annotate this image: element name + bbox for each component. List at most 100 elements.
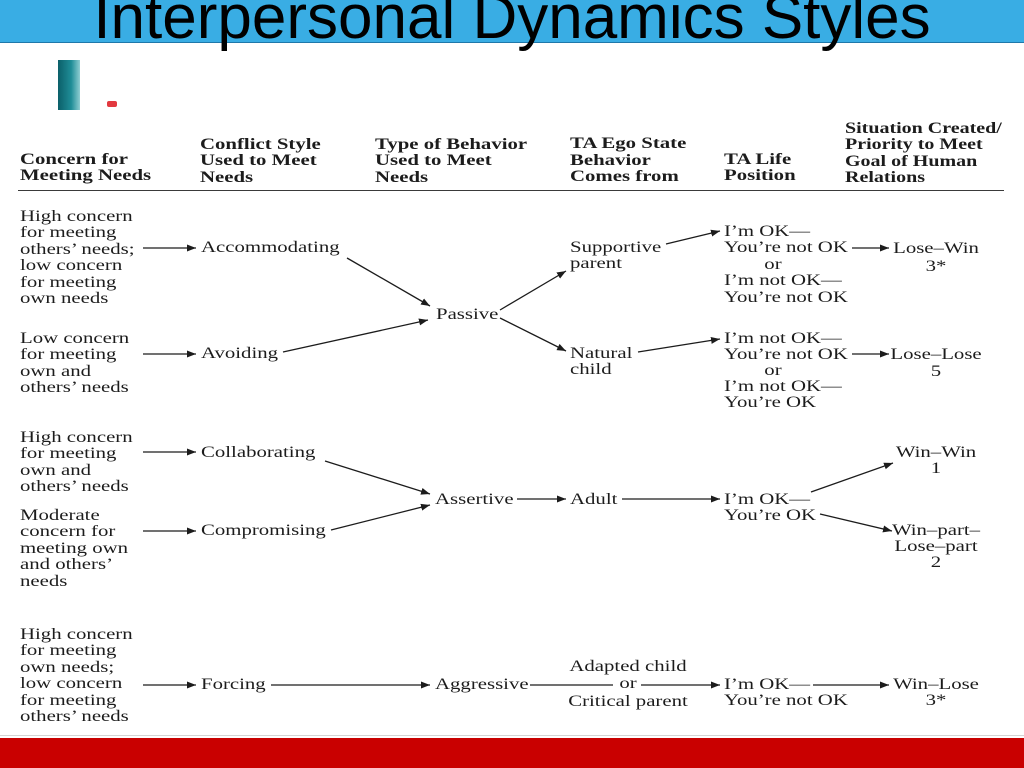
concern-text-line: own and (20, 461, 92, 479)
life-position-line: You’re not OK (724, 692, 848, 709)
situation-priority: 5 (930, 362, 942, 380)
life-position-block-2: I’m not OK— You’re not OK or I’m not OK—… (724, 329, 848, 411)
concern-text-line: own needs; (20, 658, 115, 676)
header-line: Comes from (570, 168, 679, 185)
life-position-block-4: I’m OK— You’re not OK (724, 675, 848, 710)
header-line: TA Ego State (570, 135, 687, 152)
header-line: Meeting Needs (20, 167, 152, 184)
life-position-line: You’re not OK (724, 345, 848, 363)
life-position-line: You’re not OK (724, 239, 848, 256)
behavior-passive: Passive (436, 305, 499, 323)
situation-line: Lose–part (894, 537, 978, 555)
life-position-line: You’re OK (724, 507, 817, 524)
concern-text-line: for meeting (20, 224, 117, 241)
life-position-line: I’m OK— (724, 675, 811, 693)
concern-text-line: High concern (20, 207, 133, 225)
life-position-block-3: I’m OK— You’re OK (724, 491, 817, 525)
header-line: Relations (845, 169, 925, 186)
photo-fragment-image (58, 60, 80, 110)
header-rule (18, 190, 1004, 191)
situation-line: Win–Win (895, 443, 977, 461)
header-concern: Concern for Meeting Needs (20, 151, 152, 185)
situation-win-part-lose-part: Win–part– Lose–part 2 (890, 521, 982, 571)
concern-text-line: Moderate (20, 506, 100, 524)
ego-state-line: Supportive (570, 238, 662, 256)
life-position-or: or (764, 361, 782, 379)
concern-text-line: others’ needs (20, 379, 129, 396)
conflict-style-forcing: Forcing (201, 675, 266, 693)
header-line: Type of Behavior (375, 135, 528, 153)
concern-text-line: and others’ (20, 556, 113, 573)
situation-line: Lose–Lose (890, 345, 982, 363)
header-line: TA Life (724, 150, 792, 168)
header-line: Needs (200, 168, 254, 186)
concern-text-line: for meeting (20, 346, 117, 363)
conflict-style-avoiding: Avoiding (201, 344, 279, 362)
header-line: Situation Created/ (845, 119, 1002, 137)
ego-state-adult: Adult (570, 490, 618, 509)
header-line: Used to Meet (375, 152, 492, 169)
life-position-line: I’m not OK— (724, 272, 842, 289)
life-position-line: You’re OK (724, 393, 817, 411)
arrow-passive-to-natural-child (499, 317, 567, 352)
ego-state-line: Natural (570, 344, 633, 362)
situation-win-lose: Win–Lose 3* (890, 675, 982, 710)
arrow-life-position-3-to-win-win (810, 462, 894, 493)
title-banner (0, 0, 1024, 43)
red-mark-decoration (107, 101, 117, 107)
ego-state-line: child (570, 361, 612, 378)
concern-text-line: for meeting (20, 691, 117, 709)
conflict-style-collaborating: Collaborating (201, 443, 316, 461)
situation-win-win: Win–Win 1 (890, 443, 982, 478)
situation-priority: 3* (925, 692, 947, 709)
concern-text-line: others’ needs; (20, 240, 135, 258)
arrow-natural-child-to-life-position-2 (637, 336, 721, 353)
situation-lose-lose: Lose–Lose 5 (890, 346, 982, 380)
footer-band (0, 738, 1024, 768)
life-position-line: I’m not OK— (724, 329, 842, 347)
concern-text-line: for meeting (20, 642, 117, 659)
concern-text-line: needs (20, 572, 68, 590)
concern-text-line: low concern (20, 675, 123, 692)
header-life-position: TA Life Position (724, 150, 796, 185)
arrow-compromising-to-assertive (330, 503, 431, 531)
ego-state-adapted-child-or-critical-parent: Adapted child or Critical parent (566, 658, 690, 711)
concern-text-line: meeting own (20, 539, 129, 557)
concern-text-line: own needs (20, 290, 109, 307)
ego-state-line: Adult (570, 490, 618, 508)
header-line: Conflict Style (200, 135, 321, 153)
arrow-supportive-parent-to-life-position-1 (665, 229, 721, 245)
ego-state-line: Adapted child (569, 657, 687, 675)
header-line: Used to Meet (200, 152, 317, 169)
ego-state-line: or (619, 675, 637, 692)
concern-text-line: others’ needs (20, 478, 129, 495)
life-position-line: You’re not OK (724, 288, 848, 306)
slide-title: Interpersonal Dynamics Styles (93, 0, 931, 52)
header-line: Behavior (570, 151, 651, 169)
header-line: Goal of Human (845, 152, 978, 170)
ego-state-line: parent (570, 255, 622, 272)
situation-line: Win–part– (891, 521, 981, 539)
situation-priority: 1 (930, 460, 942, 477)
concern-block-5: High concern for meeting own needs; low … (20, 626, 133, 726)
life-position-line: I’m not OK— (724, 377, 842, 395)
situation-priority: 2 (930, 553, 942, 571)
concern-block-3: High concern for meeting own and others’… (20, 428, 133, 496)
concern-text-line: Low concern (20, 329, 130, 347)
ego-state-line: Critical parent (568, 692, 688, 710)
header-ego-state: TA Ego State Behavior Comes from (570, 135, 687, 186)
concern-text-line: High concern (20, 428, 133, 446)
situation-line: Win–Lose (893, 675, 979, 693)
concern-block-4: Moderate concern for meeting own and oth… (20, 506, 129, 591)
concern-block-2: Low concern for meeting own and others’ … (20, 329, 130, 397)
situation-line: Lose–Win (893, 239, 979, 257)
life-position-or: or (764, 255, 782, 273)
header-line: Needs (375, 168, 429, 186)
header-conflict-style: Conflict Style Used to Meet Needs (200, 135, 321, 187)
life-position-block-1: I’m OK— You’re not OK or I’m not OK— You… (724, 223, 848, 307)
conflict-style-accommodating: Accommodating (201, 238, 340, 256)
concern-text-line: for meeting (20, 273, 117, 291)
header-situation: Situation Created/ Priority to Meet Goal… (845, 119, 1002, 187)
